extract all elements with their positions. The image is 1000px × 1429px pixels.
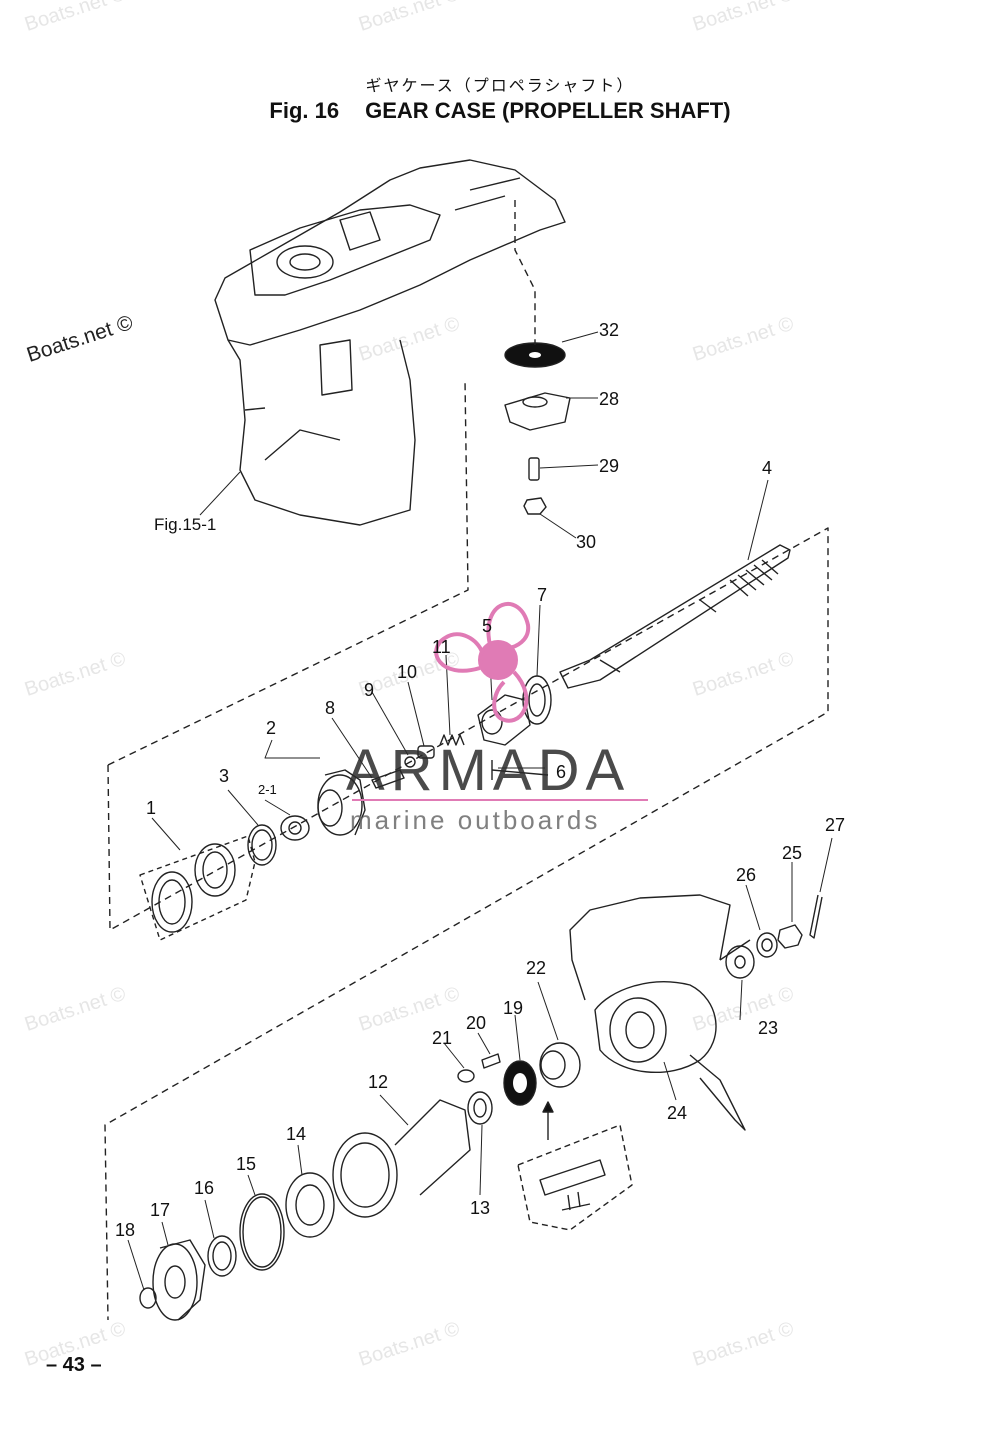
callout-32: 32: [599, 320, 620, 340]
callout-4: 4: [762, 458, 773, 478]
detail-inset: [517, 1124, 633, 1231]
callout-12: 12: [368, 1072, 389, 1092]
ball: [404, 756, 416, 768]
callout-15: 15: [236, 1154, 257, 1174]
trim-tab-anode: [504, 392, 571, 431]
bearing-housing: [332, 1099, 471, 1218]
callout-26: 26: [736, 865, 757, 885]
page-number: – 43 –: [46, 1354, 102, 1376]
callout-3: 3: [219, 766, 230, 786]
propeller-nut: [777, 924, 803, 949]
callout-22: 22: [526, 958, 547, 978]
callout-5: 5: [482, 616, 493, 636]
shim-ring: [247, 824, 277, 866]
japanese-title: ギヤケース（プロペラシャフト）: [365, 76, 635, 95]
armada-logo: [352, 601, 648, 801]
callout-7: 7: [537, 585, 548, 605]
callout-2: 2: [266, 718, 277, 738]
spring: [439, 734, 465, 746]
callout-18: 18: [115, 1220, 136, 1240]
callout-16: 16: [194, 1178, 215, 1198]
clutch-dog: [477, 694, 531, 746]
reverse-gear: [152, 1239, 206, 1321]
callout-13: 13: [470, 1198, 491, 1218]
callout-2-1: 2-1: [258, 782, 277, 797]
o-ring: [239, 1193, 285, 1271]
needle-bearing: [280, 815, 310, 841]
armada-wordmark: ARMADA: [346, 738, 631, 803]
propeller-logo-icon: [434, 601, 531, 723]
holder-bolt: [481, 1053, 501, 1069]
bushing: [467, 1091, 493, 1125]
callout-23: 23: [758, 1018, 779, 1038]
armada-tagline: marine outboards: [350, 805, 601, 835]
callout-17: 17: [150, 1200, 171, 1220]
cotter-pin: [809, 894, 823, 939]
callout-24: 24: [667, 1103, 688, 1123]
callout-21: 21: [432, 1028, 453, 1048]
callout-28: 28: [599, 389, 620, 409]
figure-title: Fig. 16 GEAR CASE (PROPELLER SHAFT): [0, 98, 1000, 124]
callout-11: 11: [432, 637, 451, 657]
forward-gear: [317, 769, 366, 836]
callout-25: 25: [782, 843, 803, 863]
figure-number: Fig. 16: [269, 98, 340, 123]
callout-14: 14: [286, 1124, 307, 1144]
tapered-bearing: [139, 835, 256, 941]
callout-6: 6: [556, 762, 567, 782]
figure-reference: Fig.15-1: [154, 515, 217, 534]
propeller-shaft: [559, 544, 791, 689]
spacer: [756, 932, 778, 958]
thrust-washer-small: [139, 1287, 157, 1309]
thrust-holder: [539, 1042, 581, 1088]
callout-27: 27: [825, 815, 846, 835]
callout-30: 30: [576, 532, 597, 552]
nut: [523, 497, 547, 515]
callout-8: 8: [325, 698, 336, 718]
shim: [207, 1235, 237, 1277]
callout-10: 10: [397, 662, 418, 682]
cross-pin: [491, 769, 549, 776]
bolt-washer: [457, 1069, 475, 1083]
figure-caption: GEAR CASE (PROPELLER SHAFT): [365, 98, 731, 123]
thrust-washer: [725, 945, 755, 979]
callout-20: 20: [466, 1013, 487, 1033]
ball-bearing: [285, 1172, 335, 1238]
plunger: [417, 745, 435, 759]
callout-1: 1: [146, 798, 157, 818]
callout-29: 29: [599, 456, 620, 476]
propeller: [569, 894, 751, 1131]
gear-case-housing: [214, 159, 566, 526]
callout-19: 19: [503, 998, 524, 1018]
bolt: [528, 457, 540, 481]
callout-9: 9: [364, 680, 375, 700]
